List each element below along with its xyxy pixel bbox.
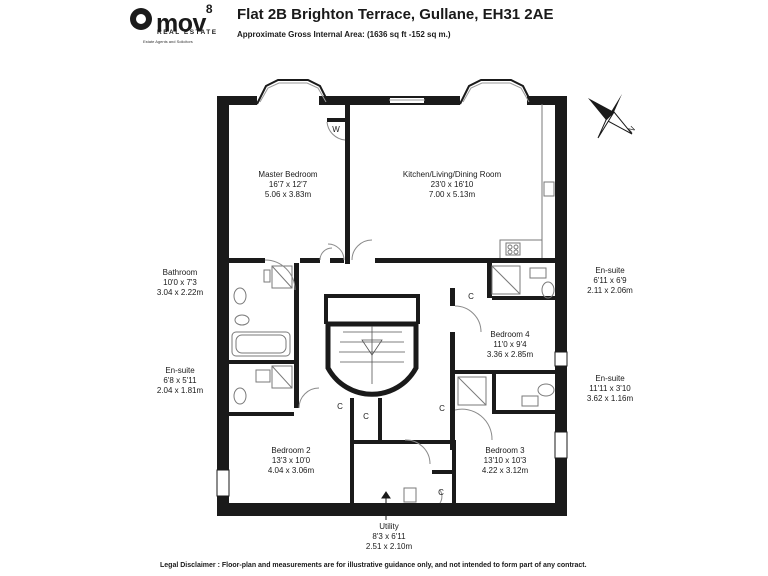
legal-disclaimer: Legal Disclaimer : Floor-plan and measur… xyxy=(160,562,587,569)
stairwell xyxy=(325,321,419,397)
side-windows xyxy=(216,351,568,497)
brand-logo: mov8 REAL ESTATE Estate Agents and Solic… xyxy=(129,2,229,54)
cupboard-marker: C xyxy=(438,488,444,497)
window-glazing xyxy=(259,82,530,103)
exterior-walls xyxy=(217,96,567,516)
brand-subline: REAL ESTATE xyxy=(157,29,218,36)
wardrobe-marker: W xyxy=(332,125,340,134)
interior-walls xyxy=(229,104,555,503)
brand-mark-icon xyxy=(130,8,152,30)
brand-wordmark: mov8 xyxy=(156,2,213,38)
kitchen-counter xyxy=(499,104,555,258)
area-subtitle: Approximate Gross Internal Area: (1636 s… xyxy=(237,30,451,39)
cupboard-marker: C xyxy=(337,402,343,411)
cupboard-marker: C xyxy=(439,404,445,413)
page-title: Flat 2B Brighton Terrace, Gullane, EH31 … xyxy=(237,6,554,23)
cupboard-marker: C xyxy=(468,292,474,301)
utility-arrow-icon xyxy=(381,491,391,520)
door-swings xyxy=(264,121,493,504)
compass-icon: N xyxy=(588,94,637,139)
cupboard-marker: C xyxy=(363,412,369,421)
brand-tagline: Estate Agents and Solicitors xyxy=(143,39,193,44)
compass-north-label: N xyxy=(626,124,637,135)
